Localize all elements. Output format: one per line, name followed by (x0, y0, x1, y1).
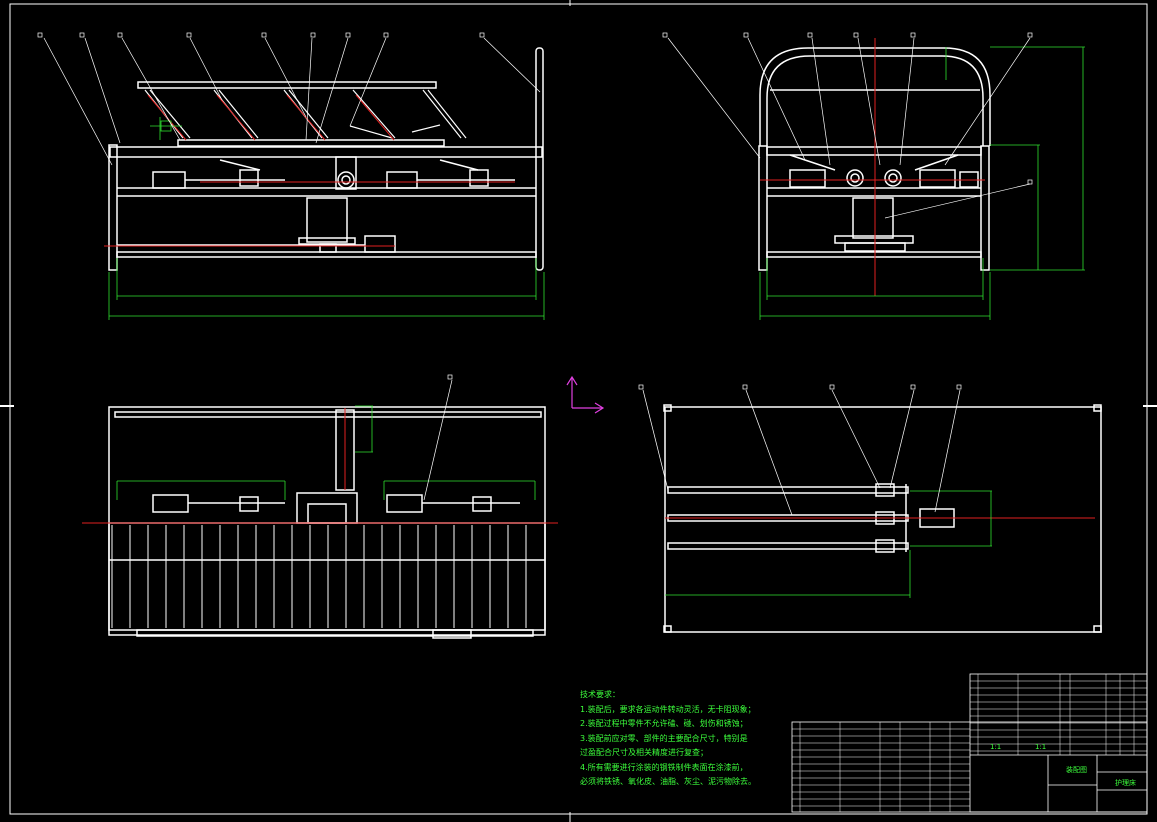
title-block-product-name: 护理床 (1115, 779, 1136, 787)
base-plan-leaders (638, 384, 962, 516)
side-view-leaders (667, 37, 1031, 219)
tech-note-line: 2.装配过程中零件不允许磕、碰、划伤和锈蚀； (580, 719, 748, 728)
front-view-dimensions (108, 117, 545, 320)
side-view-balloons (662, 32, 1033, 185)
tech-note-line: 3.装配前应对零、部件的主要配合尺寸，特别是 (580, 733, 748, 743)
title-block-drawing-title: 装配图 (1066, 766, 1087, 774)
base-plan-view (663, 404, 1102, 633)
side-view-dimensions (759, 46, 1085, 320)
tech-note-line: 过盈配合尺寸及相关精度进行复查； (580, 748, 708, 757)
technical-requirements: 技术要求： 1.装配后，要求各运动件转动灵活，无卡阻现象； 2.装配过程中零件不… (580, 688, 780, 790)
tech-note-line: 必须将铁锈、氧化皮、油脂、灰尘、泥污物除去。 (580, 777, 756, 786)
front-view-leaders (43, 37, 541, 166)
tech-note-line: 4.所有需要进行涂装的钢铁制件表面在涂漆前， (580, 762, 748, 772)
title-block-scale: 1:1 (990, 743, 1002, 751)
front-view (108, 47, 544, 271)
base-plan-dimensions (665, 490, 992, 598)
tech-notes-heading: 技术要求： (580, 690, 620, 699)
ucs-icon (566, 375, 605, 414)
bom-rows (792, 674, 1147, 812)
side-view (758, 47, 991, 271)
top-view-dimensions (116, 405, 536, 500)
front-view-balloons (37, 32, 485, 38)
top-view-slats (111, 525, 527, 628)
tech-note-line: 1.装配后，要求各运动件转动灵活，无卡阻现象； (580, 704, 756, 714)
top-view-leaders (423, 374, 453, 501)
title-block-sheet: 1:1 (1035, 743, 1047, 751)
